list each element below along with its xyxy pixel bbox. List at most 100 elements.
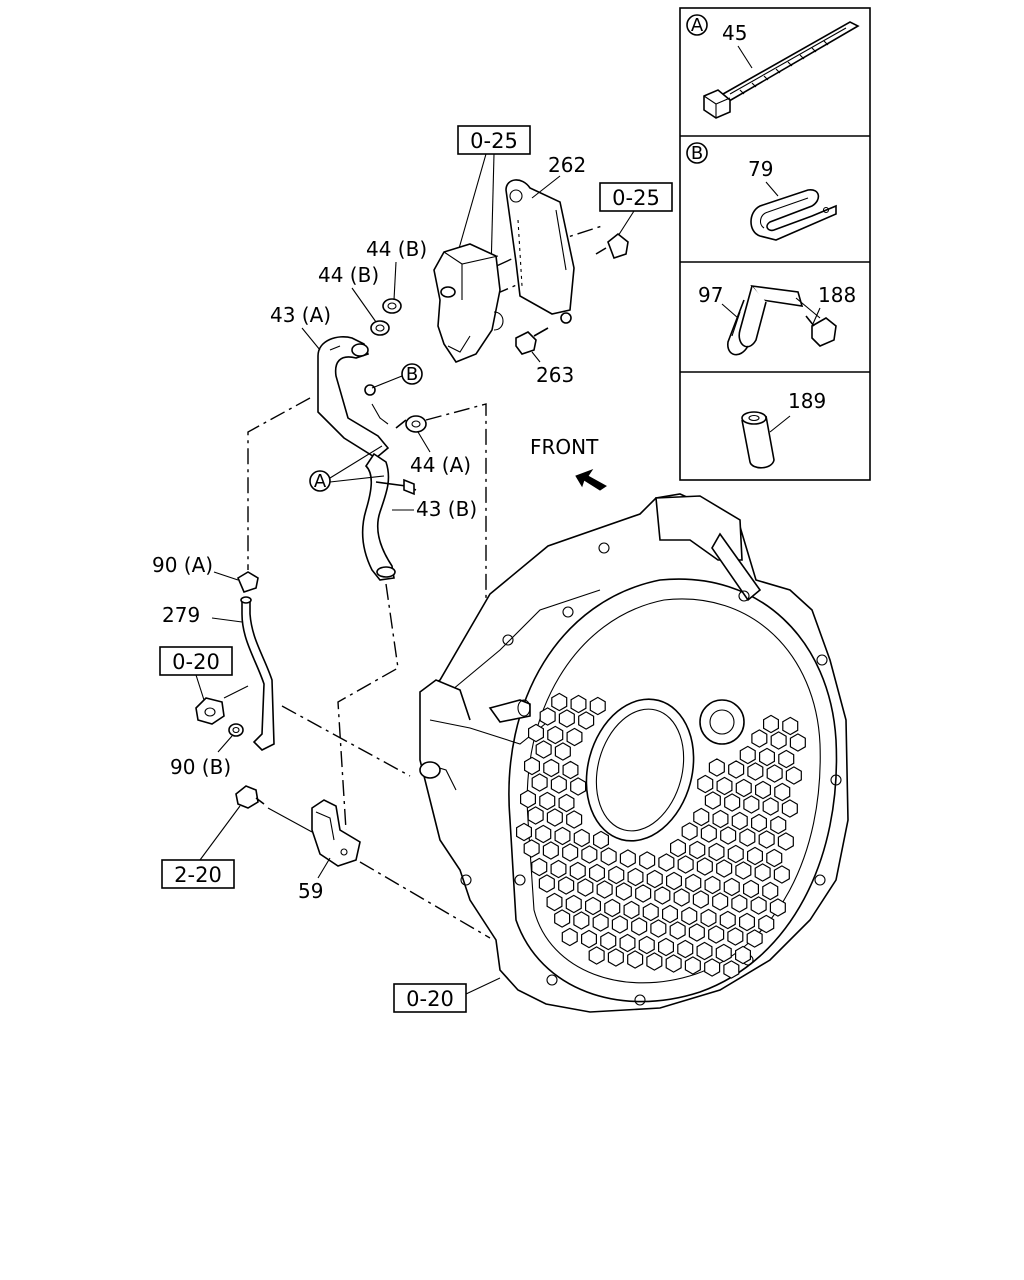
part-label-97: 97 [698, 283, 723, 307]
honeycomb-cell [704, 791, 721, 810]
honeycomb-cell [558, 709, 575, 728]
reference-leaders [195, 153, 635, 995]
fitting-0-20 [195, 697, 225, 725]
honeycomb-cell [716, 859, 733, 878]
honeycomb-cell [746, 929, 763, 948]
honeycomb-cell [688, 923, 705, 942]
honeycomb-cell [738, 912, 756, 932]
bracket-262 [505, 179, 575, 324]
ref-2-20: 2-20 [174, 863, 222, 887]
callout-a: A [314, 471, 327, 492]
clamp-90b [228, 723, 244, 737]
honeycomb-cell [770, 815, 787, 835]
honeycomb-cell [589, 696, 606, 716]
honeycomb-cell [677, 939, 694, 959]
honeycomb-cell [746, 846, 764, 866]
honeycomb-cell [774, 782, 791, 802]
honeycomb-cell [570, 694, 587, 714]
honeycomb-cell [550, 775, 567, 794]
leader-line [737, 45, 753, 69]
part-label-45: 45 [722, 21, 747, 45]
honeycomb-cell [627, 867, 644, 887]
honeycomb-cell [751, 729, 768, 748]
cable-tie-icon [703, 21, 860, 119]
honeycomb-cell [778, 749, 795, 769]
callout-circle-b-main [401, 363, 423, 385]
honeycomb-cell [661, 904, 679, 924]
honeycomb-cell [700, 824, 717, 843]
honeycomb-cell [531, 773, 548, 792]
callout-circle-a-main [309, 470, 331, 492]
honeycomb-cell [762, 714, 780, 734]
honeycomb-cell [754, 863, 771, 882]
honeycomb-cell [592, 913, 609, 932]
honeycomb-cell [685, 873, 702, 893]
flywheel-housing [419, 493, 849, 1013]
honeycomb-cell [704, 958, 721, 977]
honeycomb-cell [677, 855, 694, 874]
part-label-188: 188 [818, 283, 856, 307]
honeycomb-cell [750, 896, 767, 915]
hose-clamp-44a [395, 415, 427, 433]
bolt-upper [595, 232, 629, 260]
honeycomb-cell [697, 774, 714, 794]
honeycomb-cell [615, 882, 632, 901]
callout-circle-a [686, 14, 708, 36]
honeycomb-cell [600, 931, 617, 951]
honeycomb-cell [719, 910, 736, 930]
front-label: FRONT [530, 435, 599, 459]
front-arrow-icon [575, 468, 607, 491]
honeycomb-cell [580, 929, 598, 949]
honeycomb-cell [681, 822, 698, 841]
honeycomb-cell [573, 828, 590, 848]
honeycomb-cell [642, 902, 659, 922]
part-label-279: 279 [162, 603, 200, 627]
honeycomb-cell [577, 878, 594, 897]
honeycomb-cell [554, 742, 571, 761]
part-label-263: 263 [536, 363, 574, 387]
honeycomb-cell [781, 799, 798, 818]
honeycomb-cell [538, 874, 555, 893]
honeycomb-cell [762, 881, 779, 901]
bolt-2-20 [235, 785, 265, 809]
honeycomb-cell [754, 780, 772, 800]
honeycomb-cell [715, 943, 732, 963]
honeycomb-cell [523, 839, 540, 858]
honeycomb-cell [731, 894, 748, 913]
spacer-sleeve-icon [741, 411, 775, 469]
honeycomb-cell [554, 909, 571, 928]
honeycomb-cell [584, 896, 602, 916]
callout-circle-b [686, 142, 708, 164]
honeycomb-cell [743, 795, 760, 814]
honeycomb-cell [723, 960, 740, 979]
honeycomb-cell [658, 853, 675, 872]
honeycomb-cell [720, 826, 737, 845]
honeycomb-cell [523, 756, 541, 776]
honeycomb-cell [550, 859, 567, 879]
honeycomb-cell [777, 832, 794, 851]
part-label-59: 59 [298, 879, 323, 903]
honeycomb-cell [789, 733, 806, 752]
ref-0-20-left: 0-20 [172, 650, 220, 674]
inset-callout-b: B [691, 143, 703, 164]
honeycomb-cell [539, 791, 556, 811]
honeycomb-cell [758, 914, 775, 934]
honeycomb-cell [735, 861, 752, 880]
honeycomb-cell [758, 830, 775, 849]
part-label-44b-upper: 44 (B) [366, 237, 427, 261]
inset-panel: A 45 B 79 97 188 [679, 7, 871, 481]
honeycomb-cell [692, 890, 709, 909]
honeycomb-cell [627, 950, 644, 969]
part-label-262: 262 [548, 153, 586, 177]
part-label-43b: 43 (B) [416, 497, 477, 521]
honeycomb-cell [723, 877, 740, 897]
honeycomb-cell [689, 840, 706, 860]
part-labels: 262 263 44 (B) 44 (B) 43 (A) 44 (A) 43 (… [152, 153, 586, 903]
honeycomb-cell [566, 727, 583, 747]
honeycomb-cell [596, 880, 613, 899]
honeycomb-cell [604, 898, 621, 918]
part-label-44a: 44 (A) [410, 453, 471, 477]
pipe-279 [240, 596, 275, 751]
honeycomb-cell [611, 915, 628, 934]
